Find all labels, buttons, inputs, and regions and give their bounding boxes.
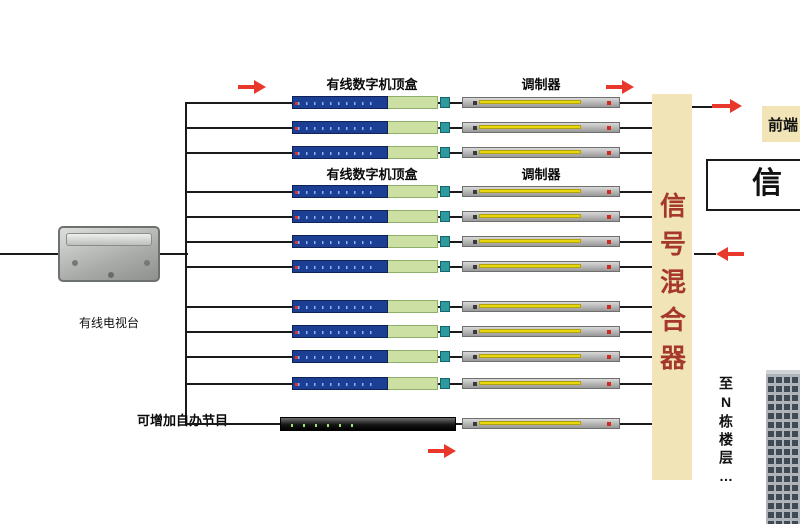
modulator-device bbox=[462, 236, 620, 247]
modulator-device bbox=[462, 186, 620, 197]
front-end-box: 前端 bbox=[762, 106, 800, 142]
signal-chain-row bbox=[186, 96, 652, 110]
modulator-device bbox=[462, 301, 620, 312]
set-top-box-front-panel bbox=[292, 325, 388, 338]
set-top-box-panel bbox=[388, 235, 438, 248]
set-top-box bbox=[292, 235, 450, 248]
to-floors-label: 至N栋楼层… bbox=[718, 376, 734, 488]
flow-arrow-left-icon bbox=[716, 247, 744, 261]
signal-label-text: 信 bbox=[752, 167, 782, 200]
set-top-box-panel bbox=[388, 185, 438, 198]
signal-mixer-label: 信号混合器 bbox=[656, 192, 687, 382]
front-end-label: 前端 bbox=[768, 116, 799, 134]
signal-chain-row bbox=[186, 260, 652, 274]
set-top-box bbox=[292, 185, 450, 198]
modulator-device bbox=[462, 147, 620, 158]
set-top-box-connector bbox=[440, 301, 450, 312]
return-line bbox=[694, 253, 716, 255]
flow-arrow-right-icon bbox=[712, 99, 742, 113]
building-image bbox=[766, 370, 800, 524]
set-top-box-connector bbox=[440, 186, 450, 197]
set-top-box bbox=[292, 260, 450, 273]
set-top-box-front-panel bbox=[292, 350, 388, 363]
set-top-box bbox=[292, 210, 450, 223]
mixer-to-frontend-line bbox=[692, 106, 712, 108]
set-top-box-panel bbox=[388, 300, 438, 313]
set-top-box bbox=[292, 96, 450, 109]
flow-arrow-right-icon bbox=[606, 80, 634, 94]
cable-tv-station-device bbox=[58, 226, 160, 282]
set-top-box-connector bbox=[440, 236, 450, 247]
set-top-box-panel bbox=[388, 350, 438, 363]
set-top-box-front-panel bbox=[292, 377, 388, 390]
signal-chain-row bbox=[186, 185, 652, 199]
set-top-box-panel bbox=[388, 121, 438, 134]
modulator-device bbox=[462, 418, 620, 429]
signal-chain-row bbox=[186, 300, 652, 314]
signal-chain-row bbox=[186, 377, 652, 391]
group1-modulator-label: 调制器 bbox=[521, 77, 561, 92]
set-top-box-front-panel bbox=[292, 96, 388, 109]
set-top-box-front-panel bbox=[292, 260, 388, 273]
set-top-box-connector bbox=[440, 147, 450, 158]
set-top-box bbox=[292, 377, 450, 390]
set-top-box bbox=[292, 300, 450, 313]
set-top-box bbox=[292, 121, 450, 134]
self-program-device bbox=[280, 417, 456, 431]
set-top-box bbox=[292, 146, 450, 159]
set-top-box-panel bbox=[388, 377, 438, 390]
set-top-box-connector bbox=[440, 122, 450, 133]
set-top-box-panel bbox=[388, 96, 438, 109]
set-top-box-connector bbox=[440, 351, 450, 362]
trunk-line bbox=[185, 102, 187, 425]
set-top-box-panel bbox=[388, 260, 438, 273]
flow-arrow-right-icon bbox=[428, 444, 456, 458]
modulator-device bbox=[462, 97, 620, 108]
set-top-box-panel bbox=[388, 146, 438, 159]
set-top-box bbox=[292, 325, 450, 338]
modulator-device bbox=[462, 261, 620, 272]
set-top-box-front-panel bbox=[292, 185, 388, 198]
group2-modulator-label: 调制器 bbox=[521, 167, 561, 182]
set-top-box-connector bbox=[440, 211, 450, 222]
cable-tv-station-label: 有线电视台 bbox=[78, 316, 139, 330]
signal-chain-row bbox=[186, 146, 652, 160]
set-top-box-front-panel bbox=[292, 210, 388, 223]
set-top-box-front-panel bbox=[292, 146, 388, 159]
set-top-box-connector bbox=[440, 326, 450, 337]
group1-settopbox-label: 有线数字机顶盒 bbox=[326, 77, 418, 92]
set-top-box-connector bbox=[440, 261, 450, 272]
self-program-row bbox=[186, 417, 652, 431]
set-top-box-connector bbox=[440, 378, 450, 389]
signal-mixer-box: 信号混合器 bbox=[652, 94, 692, 480]
modulator-device bbox=[462, 211, 620, 222]
signal-chain-row bbox=[186, 350, 652, 364]
signal-chain-row bbox=[186, 235, 652, 249]
flow-arrow-right-icon bbox=[238, 80, 266, 94]
set-top-box-panel bbox=[388, 325, 438, 338]
modulator-device bbox=[462, 326, 620, 337]
set-top-box-connector bbox=[440, 97, 450, 108]
group2-settopbox-label: 有线数字机顶盒 bbox=[326, 167, 418, 182]
modulator-device bbox=[462, 122, 620, 133]
signal-chain-row bbox=[186, 325, 652, 339]
signal-chain-row bbox=[186, 210, 652, 224]
modulator-device bbox=[462, 378, 620, 389]
set-top-box-front-panel bbox=[292, 300, 388, 313]
signal-label-box: 信 bbox=[706, 159, 800, 211]
signal-chain-row bbox=[186, 121, 652, 135]
set-top-box-front-panel bbox=[292, 235, 388, 248]
set-top-box bbox=[292, 350, 450, 363]
set-top-box-panel bbox=[388, 210, 438, 223]
modulator-device bbox=[462, 351, 620, 362]
set-top-box-front-panel bbox=[292, 121, 388, 134]
